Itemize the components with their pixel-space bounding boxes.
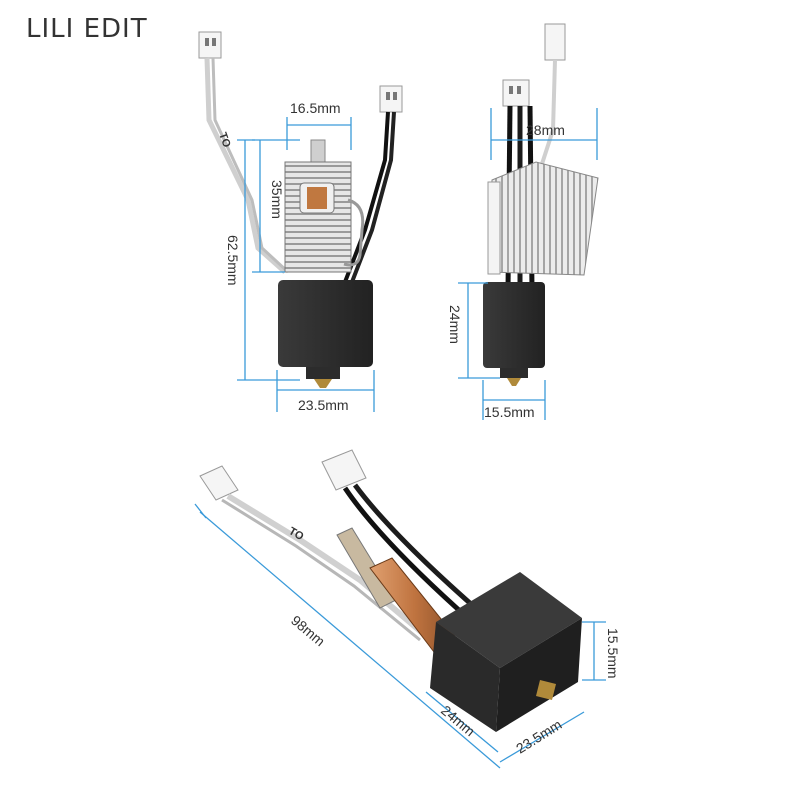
front-view: TO bbox=[198, 31, 403, 413]
side-block-height-label: 24mm bbox=[447, 305, 463, 344]
front-dimension-lines bbox=[237, 117, 375, 412]
heatsink bbox=[284, 139, 365, 273]
side-view: 28mm 24mm 15.5mm bbox=[447, 23, 599, 420]
iso-total-length-label: 98mm bbox=[288, 612, 328, 649]
side-heatsink-width-label: 28mm bbox=[526, 122, 565, 138]
iso-cables: TO bbox=[199, 449, 482, 642]
heater-block bbox=[278, 280, 373, 388]
side-dimension-lines bbox=[458, 108, 598, 420]
front-width-top-label: 16.5mm bbox=[290, 100, 341, 116]
iso-view: TO 98mm 15.5mm 24mm 23.5mm bbox=[194, 449, 621, 769]
iso-heater-block bbox=[430, 572, 582, 732]
iso-block-height-label: 15.5mm bbox=[605, 628, 621, 679]
black-cable bbox=[343, 85, 403, 283]
front-heatsink-height-label: 35mm bbox=[269, 180, 285, 219]
iso-dimension-lines bbox=[194, 503, 606, 769]
front-block-width-label: 23.5mm bbox=[298, 397, 349, 413]
side-heater-block bbox=[483, 282, 545, 386]
cable-tag: TO bbox=[216, 131, 233, 150]
side-heatsink bbox=[487, 161, 599, 276]
white-cable: TO bbox=[198, 31, 290, 274]
iso-block-width-label: 23.5mm bbox=[513, 716, 564, 756]
brand-watermark: LILI EDIT bbox=[26, 14, 148, 44]
side-block-depth-label: 15.5mm bbox=[484, 404, 535, 420]
front-total-height-label: 62.5mm bbox=[225, 235, 241, 286]
